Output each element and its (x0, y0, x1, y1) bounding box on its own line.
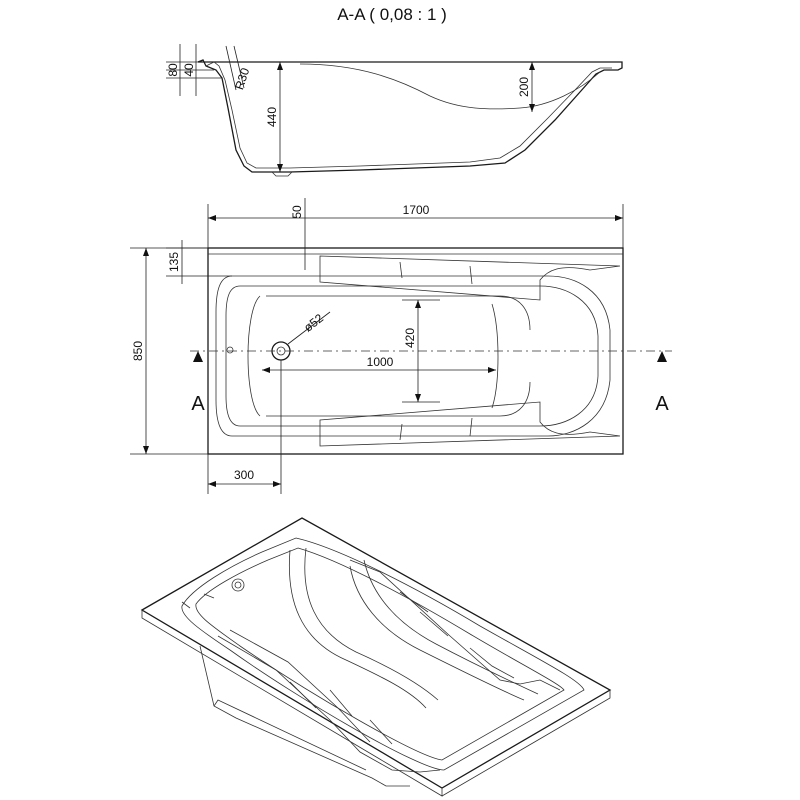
section-drain (271, 171, 293, 177)
section-marker-left: A (191, 393, 205, 415)
section-marker-right: A (655, 393, 669, 415)
dim-depth: 440 (265, 107, 279, 127)
dim-rim-top: 40 (182, 63, 196, 77)
dim-length: 1700 (403, 203, 430, 217)
armrest-bottom (319, 401, 621, 447)
dim-inner-length: 1000 (367, 355, 394, 369)
armrest-top (319, 255, 621, 301)
dim-inner-width: 420 (403, 328, 417, 348)
section-view: 80 40 R30 440 200 (166, 44, 623, 177)
iso-armrest-right (349, 559, 561, 691)
top-view: A A 1700 50 135 850 ø52 420 (130, 198, 672, 494)
dim-offset-top: 50 (290, 205, 304, 219)
isometric-view (140, 517, 612, 797)
dim-rim-total: 80 (166, 63, 180, 77)
dim-width: 850 (131, 341, 145, 361)
section-outer-profile (197, 59, 623, 173)
iso-basin (181, 537, 585, 771)
iso-tub-body (199, 645, 410, 787)
iso-overflow-icon (231, 578, 245, 592)
dim-rim-135: 135 (167, 252, 181, 272)
dim-drain-offset: 300 (234, 468, 254, 482)
section-backrest-curve (299, 63, 601, 110)
section-inner-profile (205, 61, 612, 169)
dim-slope: 200 (517, 77, 531, 97)
drawing-title: A-A ( 0,08 : 1 ) (337, 5, 447, 24)
dim-wall-radius: R30 (232, 66, 252, 92)
iso-rim-outer (140, 517, 612, 789)
